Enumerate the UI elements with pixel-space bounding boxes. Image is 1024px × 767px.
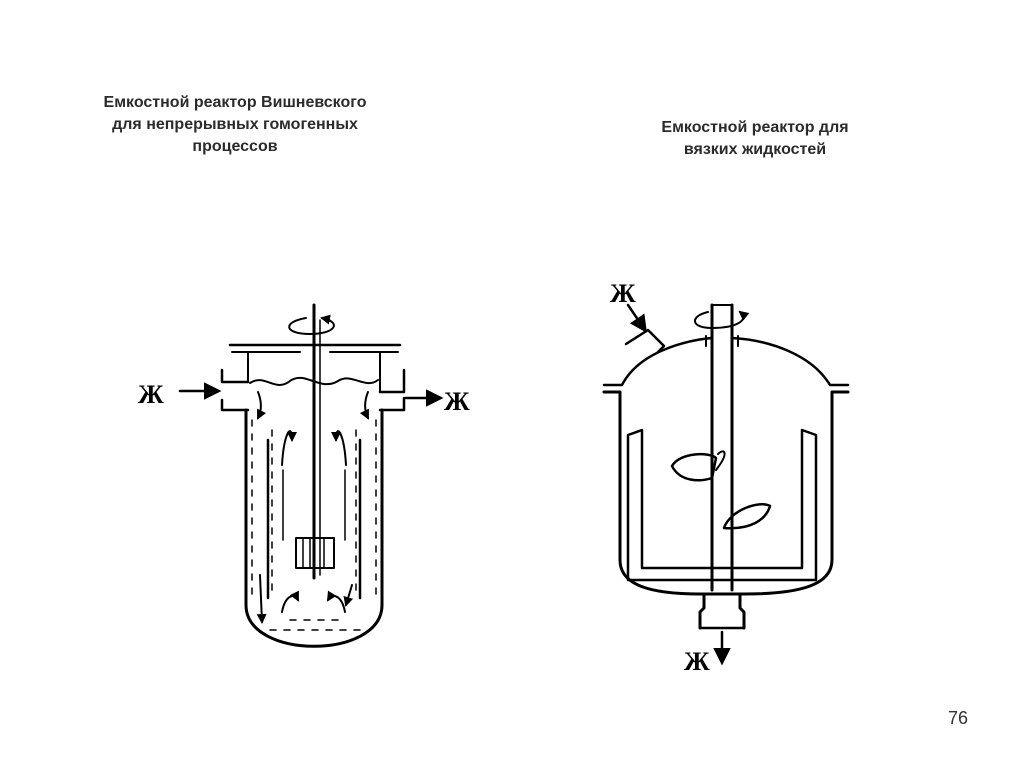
- page-number: 76: [947, 708, 968, 728]
- caption-line: Емкостной реактор Вишневского: [103, 94, 367, 111]
- left-inlet-label: Ж: [138, 380, 164, 409]
- caption-line: Емкостной реактор для: [661, 119, 849, 136]
- screw-blade: [722, 503, 772, 530]
- rotation-arrow-icon: [288, 314, 335, 335]
- left-outlet-label: Ж: [444, 387, 470, 416]
- vishnevsky-reactor: [178, 303, 444, 648]
- left-diagram-caption: Емкостной реактор Вишневского для непрер…: [40, 92, 430, 158]
- impeller: [295, 537, 335, 569]
- reactor-vessel: [244, 408, 384, 648]
- right-inlet-label: Ж: [610, 279, 636, 308]
- right-diagram-caption: Емкостной реактор для вязких жидкостей: [590, 117, 920, 161]
- right-outlet-label: Ж: [684, 647, 710, 676]
- rotation-arrow-icon: [694, 310, 750, 329]
- reactor-vessel: [602, 336, 850, 387]
- screw-blade: [670, 452, 718, 482]
- inlet-arrow-icon: [626, 303, 647, 333]
- caption-line: вязких жидкостей: [683, 141, 827, 158]
- caption-line: процессов: [192, 138, 278, 155]
- viscous-reactor: [602, 303, 850, 666]
- caption-line: для непрерывных гомогенных: [112, 116, 358, 133]
- anchor-stirrer: [626, 428, 818, 582]
